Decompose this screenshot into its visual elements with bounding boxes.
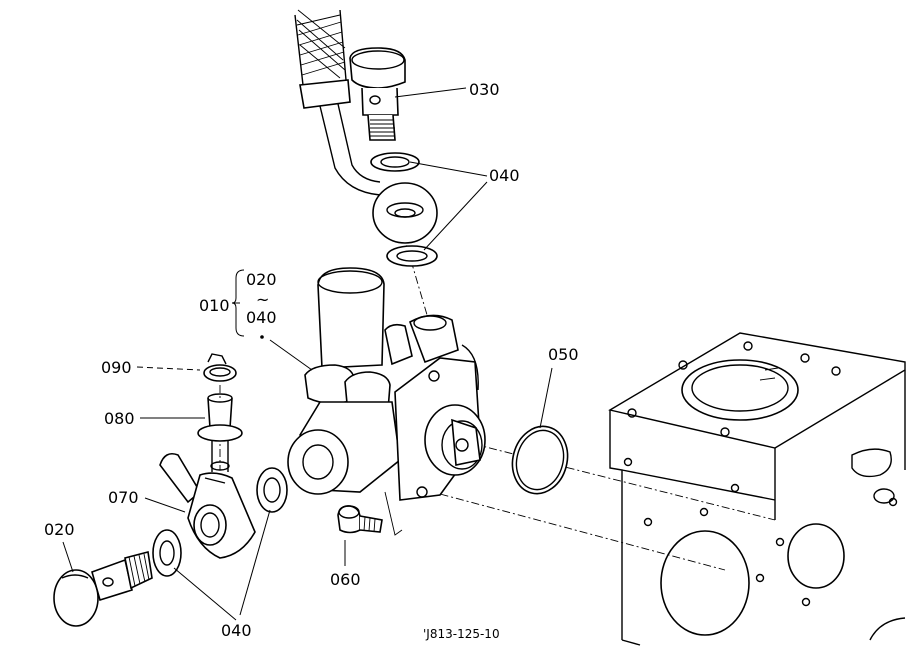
part-040-washer-left (152, 529, 182, 577)
engine-block (608, 332, 906, 646)
leader-lines (62, 87, 553, 621)
part-060-bolt (337, 505, 383, 534)
callout-010-range-start: 020 (246, 270, 277, 289)
part-090-hose-clamp (203, 353, 237, 382)
part-040-washer-right (256, 467, 288, 513)
callout-080: 080 (104, 409, 135, 428)
callout-040-top: 040 (489, 166, 520, 185)
drawing-code: 'J813-125-10 (423, 627, 500, 641)
callout-020: 020 (44, 520, 75, 539)
callout-010: 010 (199, 296, 230, 315)
callout-010-range-end: 040 (246, 308, 277, 327)
part-020-eye-bolt (53, 551, 153, 627)
part-010-pump-body (287, 267, 486, 501)
part-080-pipe (197, 393, 243, 472)
callout-050: 050 (548, 345, 579, 364)
callout-060: 060 (330, 570, 361, 589)
callout-070: 070 (108, 488, 139, 507)
reference-dot (260, 335, 264, 339)
alignment-lines (219, 229, 776, 571)
part-040-washer-lower (386, 245, 438, 267)
callout-090: 090 (101, 358, 132, 377)
callout-010-range-tilde: ~ (256, 290, 269, 309)
fuel-hose (294, 9, 381, 196)
callout-040-bottom: 040 (221, 621, 252, 640)
part-070-banjo-union (159, 452, 256, 559)
part-040-washer-upper (370, 152, 420, 172)
banjo-fitting (372, 182, 438, 244)
callout-030: 030 (469, 80, 500, 99)
part-030-eye-bolt (349, 47, 406, 141)
part-050-o-ring (511, 425, 569, 495)
